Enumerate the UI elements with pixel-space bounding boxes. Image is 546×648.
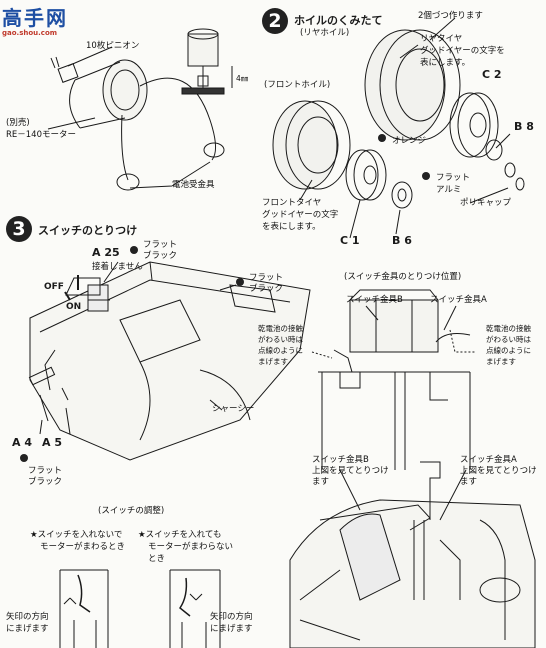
polycap-label: ポリキャップ (460, 198, 512, 208)
switch-position-heading: (スイッチ金具のとりつけ位置) (344, 272, 462, 282)
switch-on-label: ON (66, 302, 82, 312)
logo-mark: 高手网 (2, 6, 68, 30)
adjust-case2-line3: とき (148, 554, 166, 564)
paint-dot-orange (378, 134, 386, 142)
switch-position-drawing (311, 289, 475, 470)
flat-black-1-line2: ブラック (143, 251, 178, 261)
flat-black-1-line1: フラット (143, 240, 178, 250)
paint-dot-flat-aluminum (422, 172, 430, 180)
switch-a-install-note2: ます (460, 477, 478, 487)
flat-black-3-line1: フラット (28, 466, 63, 476)
logo-url: gao.shou.com (2, 29, 58, 37)
adjust-case1-line2: モーターがまわるとき (40, 542, 126, 552)
no-glue-label: 接着しません (92, 262, 143, 272)
left-note-line2: がわるい時は (258, 335, 303, 344)
left-note-line1: 乾電池の接触 (258, 324, 303, 333)
rear-tire-label: リヤタイヤ (420, 34, 463, 44)
make-two-each-label: 2個づつ作ります (418, 11, 483, 21)
battery-terminal-label: 電池受金具 (172, 180, 215, 190)
right-note-line4: まげます (486, 357, 516, 366)
chassis-label: シャーシー (212, 404, 255, 414)
part-b8-label: B 8 (514, 120, 534, 133)
arrow-direction-2-line1: 矢印の方向 (210, 612, 253, 622)
step-3-badge: 3 (6, 216, 32, 242)
site-logo: 高手网 gao.shou.com (2, 2, 72, 37)
part-a25-label: A 25 (92, 246, 120, 259)
arrow-direction-2-line2: にまげます (210, 624, 253, 634)
motor-drawing (50, 56, 225, 191)
front-tire-label: フロントタイヤ (262, 198, 322, 208)
switch-off-label: OFF (44, 282, 64, 292)
front-wheel-heading: (フロントホイル) (264, 80, 331, 90)
motor-label-model: RE－140モーター (6, 130, 77, 140)
switch-b-install-label: スイッチ金具B (312, 455, 369, 465)
switch-a-install-label: スイッチ金具A (460, 455, 517, 465)
switch-adjust-heading: (スイッチの調整) (98, 506, 165, 516)
arrow-direction-1-line2: にまげます (6, 624, 49, 634)
part-a4-label: A 4 (12, 436, 32, 449)
front-face-out-note: を表にします。 (262, 222, 321, 232)
right-note-line3: 点線のように (486, 346, 531, 355)
rear-face-out-note: 表にします。 (420, 58, 471, 68)
flat-aluminum-label-1: フラット (436, 173, 471, 183)
switch-b-install-note2: ます (312, 477, 330, 487)
step-2-badge: 2 (262, 8, 288, 34)
part-b6-label: B 6 (392, 234, 412, 247)
front-wheel-drawing (272, 100, 413, 209)
switch-a-install-note1: 上図を見てとりつけ (460, 466, 537, 476)
switch-a-label: スイッチ金具A (430, 295, 487, 305)
adjust-case1-line1: ★スイッチを入れないで (30, 530, 123, 540)
flat-black-2-line1: フラット (249, 273, 284, 283)
chassis-drawing (28, 261, 311, 461)
part-c1-label: C 1 (340, 234, 360, 247)
left-note-line3: 点線のように (258, 346, 303, 355)
left-note-line4: まげます (258, 357, 288, 366)
adjustment-drawing-2 (169, 569, 221, 648)
flat-black-2-line2: ブラック (249, 284, 284, 294)
switch-install-drawing (289, 461, 536, 648)
adjustment-drawing-1 (59, 569, 109, 648)
pinion-label: 10枚ピニオン (86, 41, 140, 51)
flat-black-3-line2: ブラック (28, 477, 63, 487)
right-note-line2: がわるい時は (486, 335, 531, 344)
dimension-label: 4㎜ (236, 74, 249, 83)
front-goodyear-note: グッドイヤーの文字 (262, 210, 339, 220)
arrow-direction-1-line1: 矢印の方向 (6, 612, 49, 622)
motor-label-sold-separately: (別売) (6, 118, 30, 128)
switch-b-label: スイッチ金具B (346, 295, 403, 305)
flat-aluminum-label-2: アルミ (436, 185, 462, 195)
paint-dot-flat-black-1 (130, 246, 138, 254)
adjust-case2-line1: ★スイッチを入れても (138, 530, 222, 540)
part-c2-label: C 2 (482, 68, 502, 81)
paint-dot-flat-black-3 (20, 454, 28, 462)
switch-b-install-note1: 上図を見てとりつけ (312, 466, 389, 476)
rear-goodyear-note: グッドイヤーの文字を (420, 46, 505, 56)
adjust-case2-line2: モーターがまわらない (148, 542, 234, 552)
orange-paint-label: オレンジ (392, 136, 427, 146)
step-3-title: スイッチのとりつけ (38, 224, 138, 237)
rear-wheel-heading: (リヤホイル) (300, 28, 350, 38)
step-2-title: ホイルのくみたて (294, 14, 383, 27)
pinion-detail-drawing (181, 28, 233, 95)
paint-dot-flat-black-2 (236, 278, 244, 286)
rear-wheel-drawing (364, 29, 525, 191)
right-note-line1: 乾電池の接触 (486, 324, 531, 333)
part-a5-label: A 5 (42, 436, 62, 449)
